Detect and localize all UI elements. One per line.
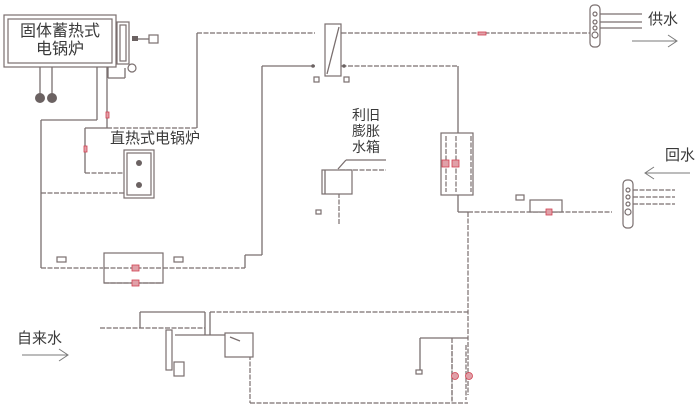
return-filter bbox=[515, 194, 563, 216]
expansion-tank-line3: 水箱 bbox=[352, 140, 380, 157]
expansion-tank bbox=[315, 159, 386, 215]
expansion-tank-label: 利旧 膨胀 水箱 bbox=[352, 108, 380, 156]
return-water-label: 回水 bbox=[665, 146, 696, 164]
direct-heat-boiler bbox=[123, 149, 155, 199]
solid-storage-boiler-line1: 固体蓄热式 bbox=[20, 21, 101, 40]
pipe-network bbox=[40, 32, 612, 404]
makeup-pump-group bbox=[415, 345, 473, 400]
supply-water-label: 供水 bbox=[648, 10, 679, 28]
expansion-tank-line2: 膨胀 bbox=[352, 124, 380, 141]
water-treatment bbox=[165, 329, 254, 377]
solid-storage-boiler-label: 固体蓄热式 电锅炉 bbox=[20, 21, 101, 59]
primary-pump-group bbox=[56, 252, 184, 287]
expansion-tank-line1: 利旧 bbox=[352, 108, 380, 124]
supply-arrow bbox=[632, 34, 678, 48]
return-arrow bbox=[644, 166, 690, 180]
plate-heat-exchanger bbox=[311, 23, 350, 83]
tap-water-arrow bbox=[22, 348, 69, 362]
return-manifold bbox=[622, 179, 675, 229]
solid-storage-boiler bbox=[3, 14, 159, 103]
direct-heat-boiler-label: 直热式电锅炉 bbox=[110, 129, 201, 147]
tap-water-label: 自来水 bbox=[17, 329, 63, 347]
solid-storage-boiler-line2: 电锅炉 bbox=[36, 39, 85, 59]
circulation-pump-group bbox=[440, 132, 474, 196]
supply-manifold bbox=[589, 4, 642, 48]
